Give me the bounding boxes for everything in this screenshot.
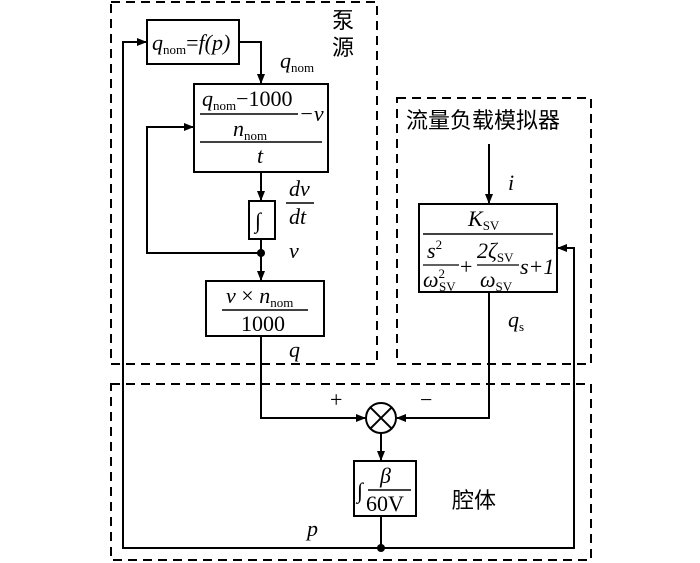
minus-sign: −: [420, 387, 432, 412]
chamber-tf-block: [353, 460, 417, 517]
v-branch-dot: [257, 249, 265, 257]
flow-calc-denominator: 1000: [241, 311, 285, 336]
plus-sign: +: [330, 387, 342, 412]
p-signal-label: p: [305, 516, 318, 541]
sv-omega: ωSV: [480, 267, 513, 294]
sv-two-zeta: 2ζSV: [477, 238, 514, 265]
p-feedback-left-line: [122, 38, 381, 549]
pump-source-label-1: 泵: [332, 9, 354, 34]
accel-numerator: qnom−1000: [202, 86, 293, 113]
flow-calc-block: [205, 280, 325, 337]
v-signal-label: v: [289, 238, 299, 263]
q-signal-label: q: [289, 337, 300, 362]
pump-source-label-2: 源: [332, 36, 354, 61]
dt-label: dt: [289, 204, 307, 229]
flow-calc-numerator: v × nnom: [226, 283, 293, 310]
summing-junction-cross-b: [369, 406, 393, 430]
chamber-region: [110, 383, 592, 561]
chamber-label: 腔体: [452, 489, 496, 514]
v-feedback-line: [146, 123, 261, 254]
q-to-sum-line: [260, 336, 366, 422]
i-signal-label: i: [508, 170, 514, 195]
qnom-function-text: qnom=f(p): [152, 30, 230, 57]
sv-s-squared: s2: [427, 237, 442, 263]
chamber-numerator: β: [379, 463, 391, 488]
sv-numerator: KSV: [467, 206, 500, 233]
flow-load-simulator-region: [396, 97, 592, 365]
qnom-output-line: [239, 41, 265, 84]
sv-s-plus-one: s+1: [520, 254, 554, 279]
integrator-block: [248, 200, 276, 240]
accel-minus-v: −v: [299, 101, 324, 126]
chamber-integral: ∫: [355, 478, 365, 504]
qs-to-sum-line: [396, 292, 490, 422]
qs-signal-label: qs: [508, 307, 524, 334]
chamber-denominator: 60V: [366, 491, 404, 516]
p-feedback-right-line: [381, 244, 575, 549]
accel-denominator: t: [257, 143, 264, 168]
dv-label: dv: [289, 176, 310, 201]
integrator-symbol: ∫: [253, 208, 263, 234]
qnom-signal-label: qnom: [280, 48, 314, 75]
sv-plus: +: [460, 254, 472, 279]
accel-inner-denominator: nnom: [233, 116, 267, 143]
flow-load-simulator-label: 流量负载模拟器: [406, 109, 560, 134]
